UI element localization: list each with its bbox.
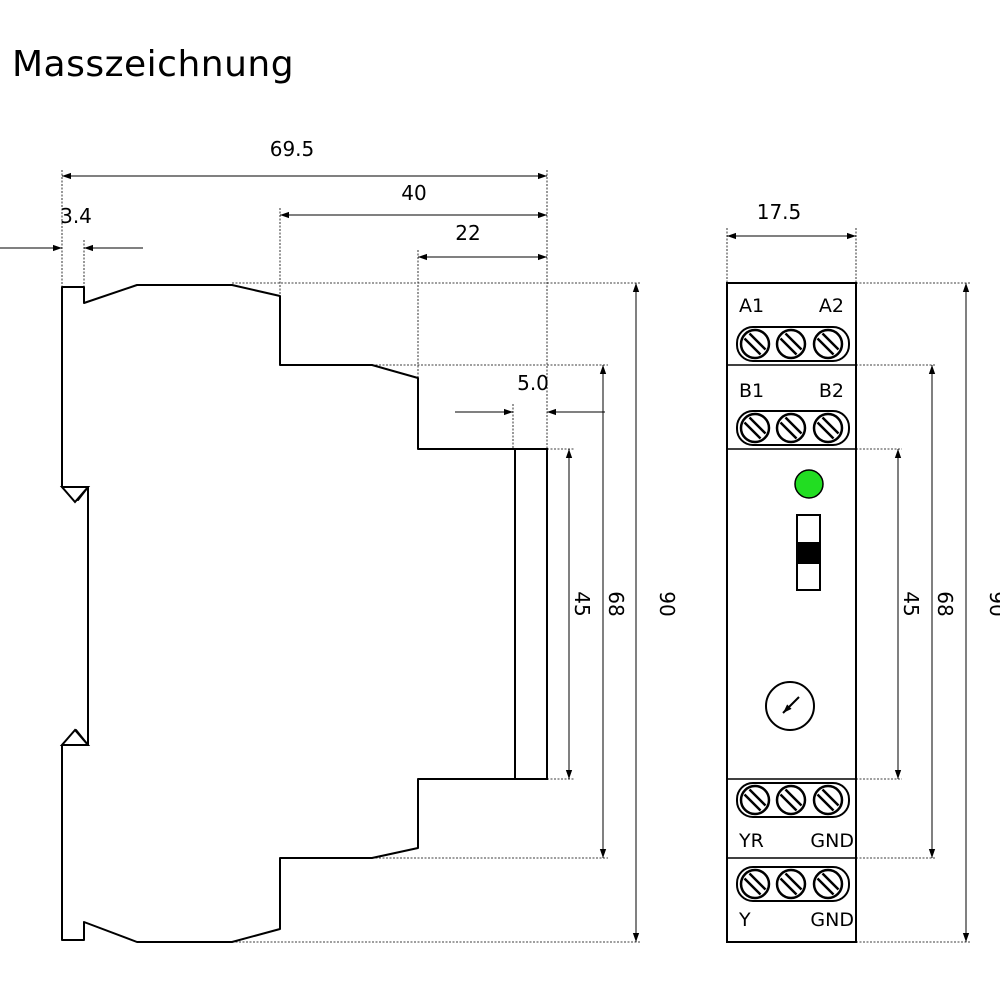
dim-label-side-68: 68 (604, 591, 628, 616)
led-indicator-icon (794, 469, 824, 499)
screw-terminal-icon (812, 328, 844, 360)
dim-label-front-45: 45 (899, 591, 923, 616)
terminal-label-a2: A2 (819, 295, 844, 317)
terminal-label-y: Y (738, 909, 751, 931)
screw-terminal-rows (736, 326, 850, 902)
screw-terminal-icon (775, 328, 807, 360)
front-housing (726, 282, 857, 943)
side-front-plate (514, 448, 548, 780)
screw-terminal-icon (739, 868, 771, 900)
dim-label-side-45: 45 (570, 591, 594, 616)
terminal-label-b1: B1 (739, 380, 764, 402)
dim-label-69-5: 69.5 (270, 137, 315, 161)
page-title: Masszeichnung (12, 44, 295, 85)
slide-switch-icon (796, 514, 821, 591)
terminal-label-a1: A1 (739, 295, 764, 317)
side-extension-lines (61, 170, 640, 943)
dim-label-front-68: 68 (933, 591, 957, 616)
din-clip-top-icon (59, 486, 91, 504)
dim-label-22: 22 (455, 221, 480, 245)
screw-terminal-icon (739, 784, 771, 816)
front-section-dividers (727, 364, 856, 859)
terminal-label-yr: YR (738, 830, 764, 852)
screw-terminal-icon (812, 784, 844, 816)
dim-label-3-4: 3.4 (60, 204, 92, 228)
terminal-label-gnd-2: GND (810, 909, 854, 931)
screw-terminal-icon (775, 412, 807, 444)
side-housing-outline (61, 284, 516, 943)
dim-label-front-90: 90 (985, 591, 1000, 616)
screw-terminal-icon (812, 412, 844, 444)
terminal-label-gnd-1: GND (810, 830, 854, 852)
dim-label-side-90: 90 (655, 591, 679, 616)
potentiometer-dial-icon (765, 681, 815, 731)
din-clip-bottom-icon (59, 728, 91, 746)
side-view: 69.5 40 22 3.4 5.0 45 68 90 (0, 137, 679, 943)
front-extension-lines (726, 228, 970, 943)
dim-label-17-5: 17.5 (757, 200, 802, 224)
front-view: A1 A2 B1 B2 YR GND Y GND (726, 200, 1000, 943)
screw-terminal-icon (812, 868, 844, 900)
screw-terminal-icon (775, 868, 807, 900)
screw-terminal-icon (775, 784, 807, 816)
dim-label-5-0: 5.0 (517, 371, 549, 395)
terminal-label-b2: B2 (819, 380, 844, 402)
screw-terminal-icon (739, 328, 771, 360)
screw-terminal-icon (739, 412, 771, 444)
dim-label-40: 40 (401, 181, 426, 205)
